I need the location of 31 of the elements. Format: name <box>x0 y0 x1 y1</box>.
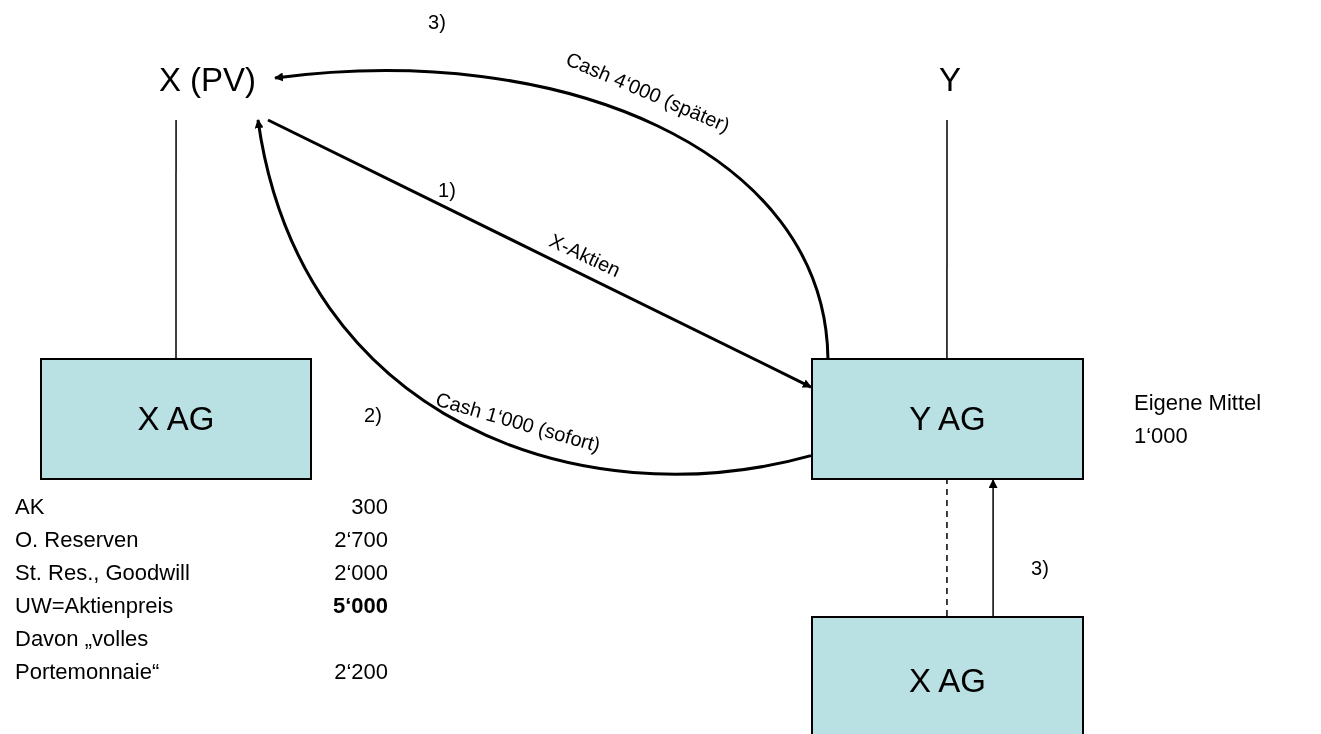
company-box <box>811 616 1084 734</box>
step-number: 3) <box>428 10 446 34</box>
box-label: X AG <box>908 662 986 700</box>
box-label: Y AG <box>909 400 986 438</box>
edge-label: Cash 1‘000 (sofort) <box>433 387 603 457</box>
arrow <box>255 119 812 476</box>
box-label: X AG <box>137 400 215 438</box>
table-label: St. Res., Goodwill <box>15 559 190 587</box>
connector-line <box>946 479 948 617</box>
company-box <box>811 358 1084 480</box>
connector-line <box>946 119 948 359</box>
note-text: Eigene Mittel 1‘000 <box>1134 389 1263 450</box>
table-label: AK <box>15 493 45 521</box>
table-value: 2‘000 <box>334 559 388 587</box>
step-number: 1) <box>438 178 456 202</box>
connector-line <box>175 119 177 359</box>
entity-label: X (PV) <box>158 61 257 99</box>
table-label: Davon „volles Portemonnaie“ <box>15 625 161 686</box>
table-value: 5‘000 <box>332 592 388 620</box>
table-value: 300 <box>351 493 388 521</box>
table-value: 2‘700 <box>334 526 388 554</box>
table-label: O. Reserven <box>15 526 139 554</box>
company-box <box>40 358 312 480</box>
step-number: 2) <box>364 403 382 427</box>
arrow <box>988 479 998 617</box>
entity-label: Y <box>939 61 961 99</box>
table-label: UW=Aktienpreis <box>15 592 174 620</box>
edge-label: 3) <box>1031 556 1049 580</box>
arrow <box>274 69 830 359</box>
arrow <box>267 118 812 389</box>
table-value: 2‘200 <box>334 658 388 686</box>
